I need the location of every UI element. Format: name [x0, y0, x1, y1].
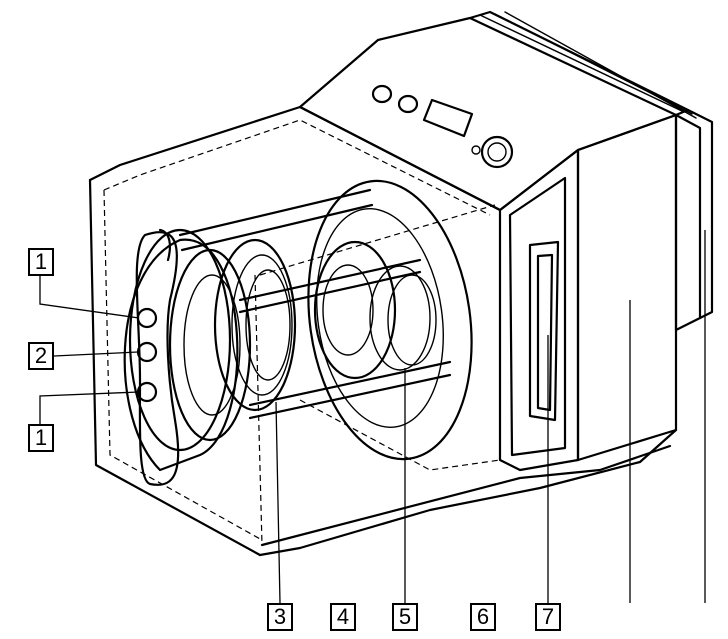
drum-housing — [88, 105, 678, 557]
leader-2 — [53, 351, 139, 357]
rear-housing — [298, 10, 714, 472]
callout-5: 5 — [392, 603, 418, 631]
callout-4: 4 — [330, 603, 356, 631]
callout-1-top: 1 — [28, 248, 54, 276]
drum-assembly — [123, 179, 473, 486]
callout-2: 2 — [28, 342, 54, 370]
leader-lines — [39, 230, 706, 604]
callout-1-bottom: 1 — [28, 424, 54, 452]
leader-1b — [39, 391, 140, 424]
leader-1a — [39, 276, 140, 319]
callout-7: 7 — [535, 603, 561, 631]
callout-3: 3 — [267, 603, 293, 631]
leader-3 — [275, 401, 281, 604]
callout-6: 6 — [470, 603, 496, 631]
